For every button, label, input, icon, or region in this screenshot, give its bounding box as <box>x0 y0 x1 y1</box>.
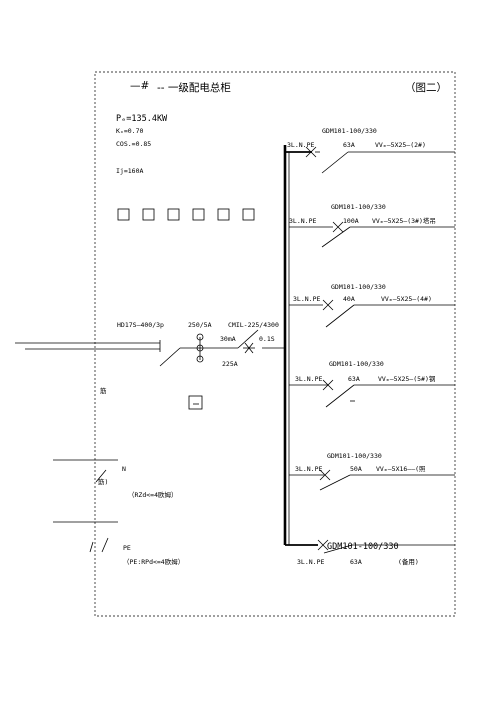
n-line-label: N <box>122 465 126 473</box>
incoming-switchgear <box>159 329 284 367</box>
feeder-3-phase: 3L.N.PE <box>293 295 320 303</box>
feeder-3-current: 40A <box>343 295 355 303</box>
panel-number: —# <box>130 80 149 92</box>
feeder-1-current: 63A <box>343 141 355 149</box>
feeder-1-phase: 3L.N.PE <box>287 141 314 149</box>
feeder-4-phase: 3L.N.PE <box>295 375 322 383</box>
figure-label: （图二） <box>405 82 447 94</box>
feeder-4-model: GDM101-100/330 <box>329 360 384 368</box>
meter-box <box>188 395 203 410</box>
incoming-breaker-label: HD17S—400/3p <box>117 321 164 329</box>
ct-label: 250/5A <box>188 321 212 329</box>
feeder-5-cable: VVₘ—5X16——(照 <box>376 465 426 473</box>
feeder-5-current: 50A <box>350 465 362 473</box>
feeder-6-model: GDM101-100/330 <box>327 542 399 552</box>
feeder-2-cable: VVₘ—5X25—(3#)塔吊 <box>372 216 436 225</box>
indicator-squares <box>117 208 255 221</box>
feeder-2-model: GDM101-100/330 <box>331 203 386 211</box>
feeder-6-current: 63A <box>350 558 362 566</box>
feeder-3-model: GDM101-100/330 <box>331 283 386 291</box>
feeder-4-current: 63A <box>348 375 360 383</box>
feeder-6-phase: 3L.N.PE <box>297 558 324 566</box>
param-cos: COS.=0.85 <box>116 140 151 148</box>
feeder-1-cable: VVₘ—5X25—(2#) <box>375 141 426 149</box>
left-tail-label: 筋 <box>100 386 107 395</box>
pe-line-note: （PE:RPd<=4欧姆） <box>123 557 184 566</box>
param-kx: Kₓ=0.70 <box>116 127 143 135</box>
feeder-4 <box>289 379 455 408</box>
panel-title: -- 一级配电总柜 <box>157 81 231 94</box>
rating-label: 225A <box>222 360 238 368</box>
feeder-5-model: GDM101-100/330 <box>327 452 382 460</box>
feeder-1-model: GDM101-100/330 <box>322 127 377 135</box>
feeder-2 <box>289 221 455 248</box>
incoming-supply-lines <box>15 340 161 352</box>
feeder-6-cable: (备用) <box>398 557 419 566</box>
left-tail-label-2: 筯) <box>98 477 108 486</box>
feeder-3 <box>289 299 455 328</box>
feeder-1 <box>285 146 455 174</box>
param-ij: Ij=160A <box>116 167 143 175</box>
feeder-2-phase: 3L.N.PE <box>289 217 316 225</box>
n-line-note: （RZd<=4欧姆） <box>128 490 177 499</box>
rcd-current-label: 30mA <box>220 335 236 343</box>
rcd-time-label: 0.1S <box>259 335 275 343</box>
feeder-6 <box>285 539 455 554</box>
pe-line <box>53 521 118 553</box>
neutral-line <box>53 459 118 483</box>
pe-line-label: PE <box>123 544 131 552</box>
feeder-5 <box>289 469 455 491</box>
rcd-label: CMIL-225/4300 <box>228 321 279 329</box>
feeder-5-phase: 3L.N.PE <box>295 465 322 473</box>
feeder-3-cable: VVₘ—5X25—(4#) <box>381 295 432 303</box>
param-pe: Pₑ=135.4KW <box>116 114 168 124</box>
feeder-2-current: 100A <box>343 217 359 225</box>
feeder-4-cable: VVₘ—5X25—(5#)钢 <box>378 375 436 383</box>
panel-border <box>94 71 456 617</box>
